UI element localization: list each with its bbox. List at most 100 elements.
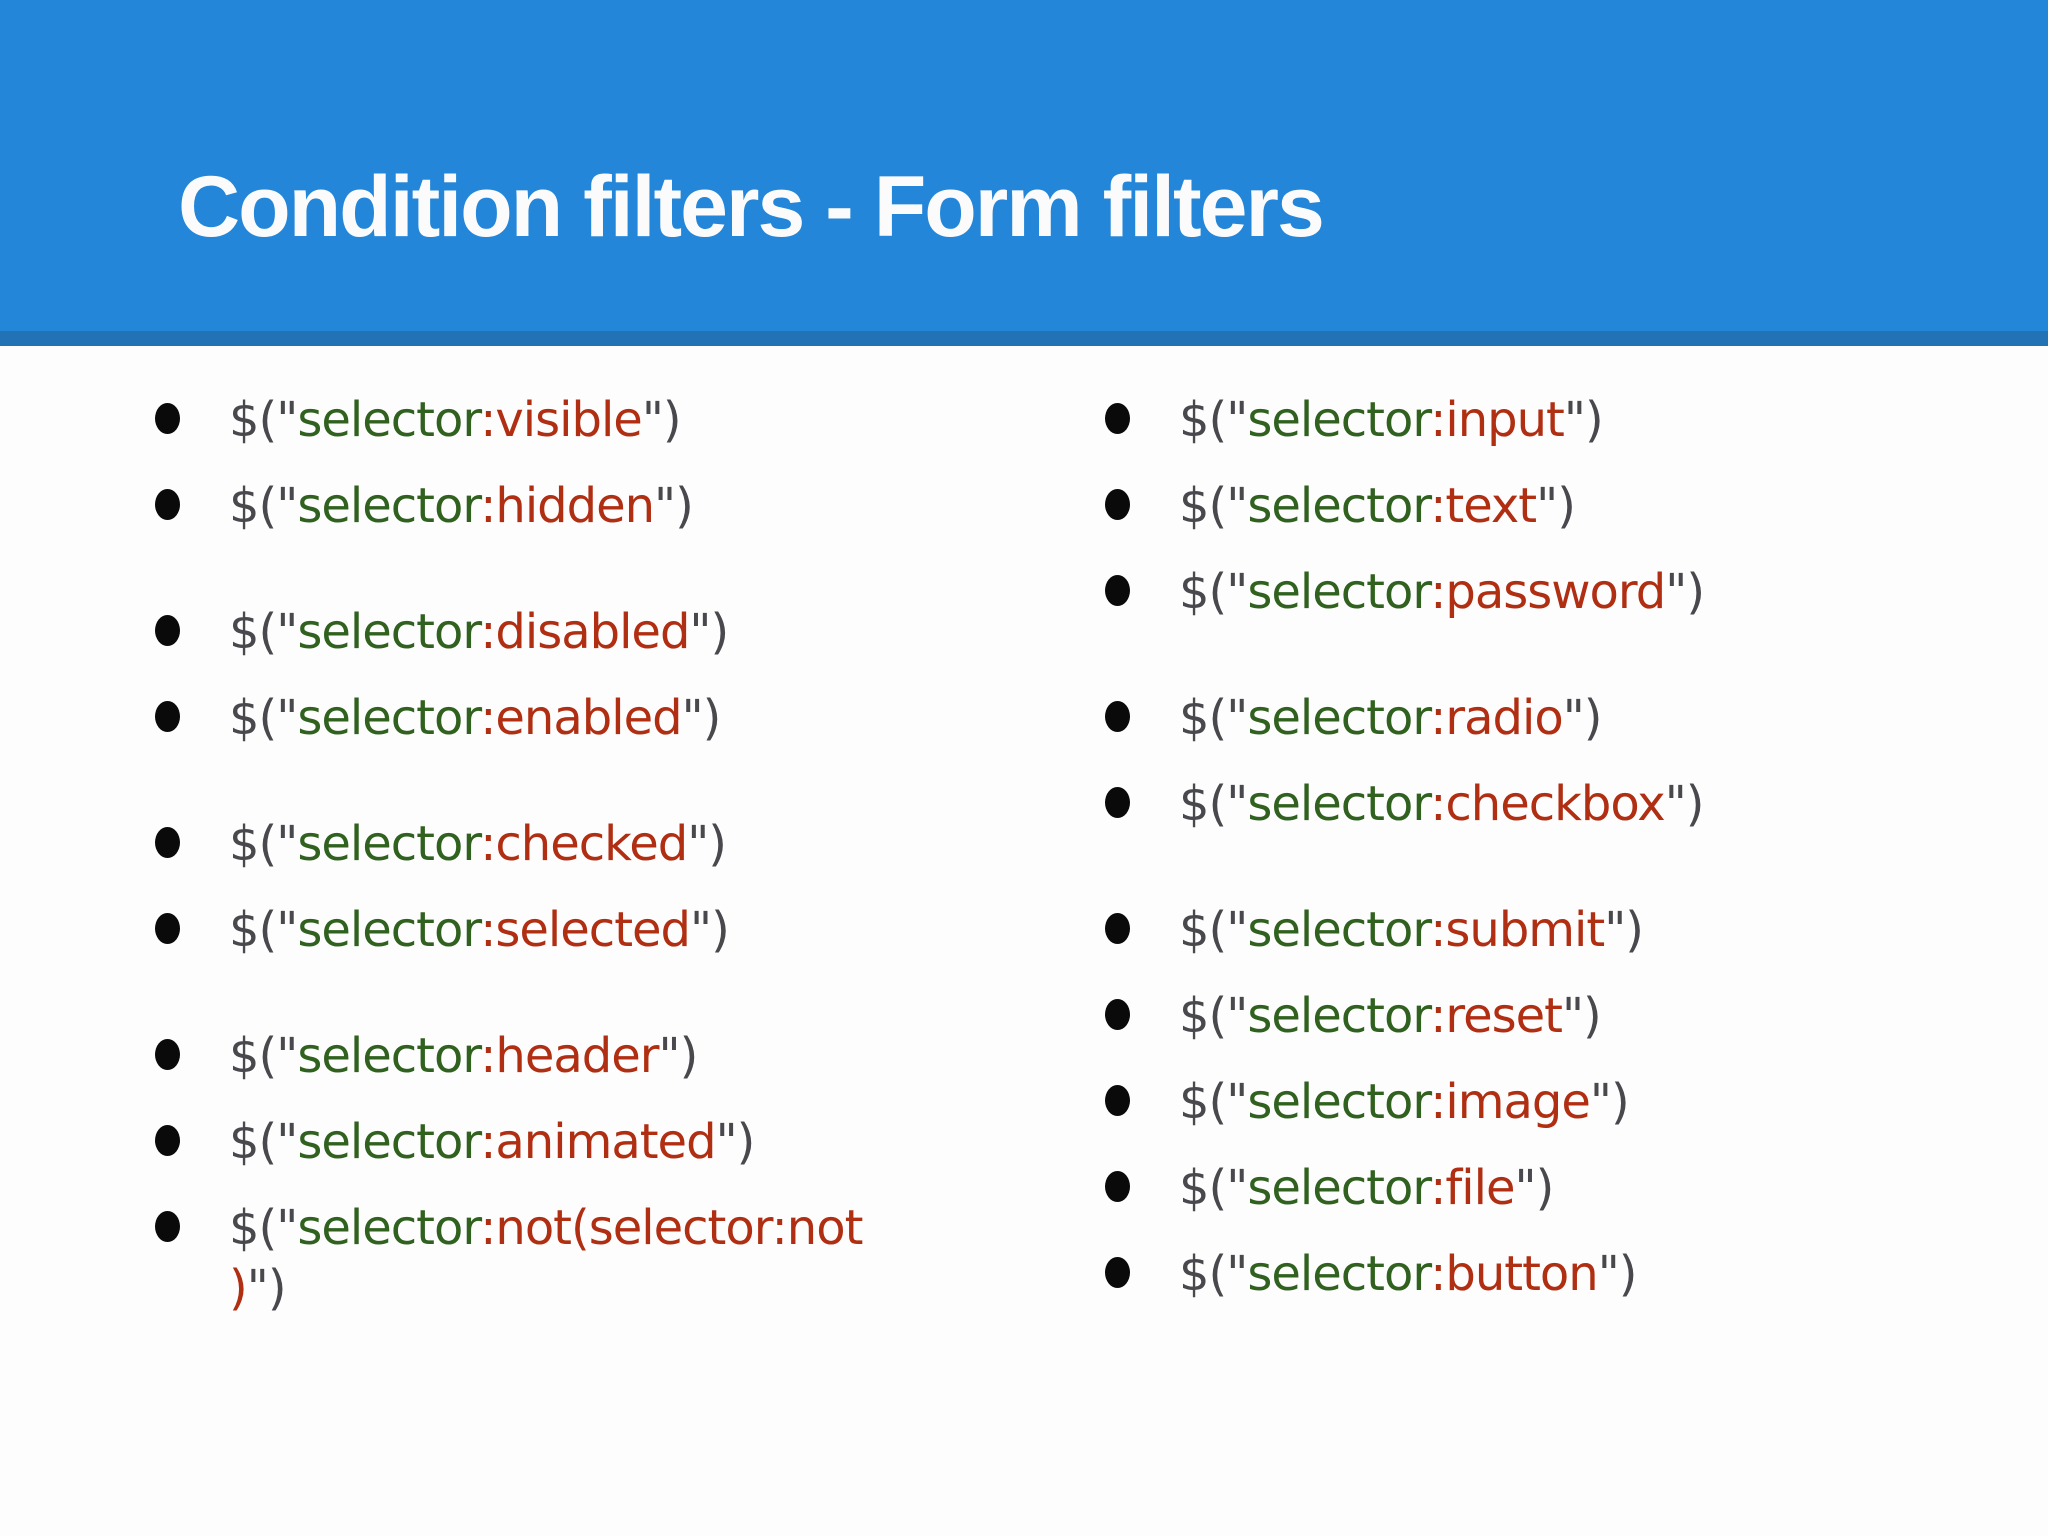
list-item: $("selector:visible"): [155, 390, 1035, 450]
code-segment: "): [1563, 392, 1604, 448]
list-item: $("selector:button"): [1105, 1244, 2005, 1304]
code-segment: :not(selector:not: [480, 1200, 863, 1256]
bullet-icon: [1105, 1171, 1130, 1202]
code-segment: $(": [229, 690, 298, 746]
code-segment: selector: [297, 690, 481, 746]
bullet-icon: [1105, 403, 1130, 434]
code-segment: "): [1664, 776, 1705, 832]
bullet-icon: [1105, 575, 1130, 606]
bullet-icon: [1105, 1085, 1130, 1116]
code-segment: selector: [1247, 1246, 1431, 1302]
code-text: $("selector:image"): [1179, 1072, 1630, 1132]
code-segment: $(": [229, 902, 298, 958]
code-segment: $(": [229, 1114, 298, 1170]
bullet-icon: [1105, 913, 1130, 944]
bullet-icon: [1105, 787, 1130, 818]
title-bar: Condition filters - Form filters: [0, 0, 2048, 331]
list-item: $("selector:header"): [155, 1026, 1035, 1086]
code-segment: :image: [1430, 1074, 1591, 1130]
code-segment: selector: [297, 478, 481, 534]
code-segment: $(": [1179, 690, 1248, 746]
code-segment: :radio: [1430, 690, 1563, 746]
bullet-group: $("selector:visible")$("selector:hidden"…: [155, 390, 1035, 536]
list-item: $("selector:image"): [1105, 1072, 2005, 1132]
title-bar-accent-strip: [0, 331, 2048, 346]
code-text: $("selector:password"): [1179, 562, 1705, 622]
code-segment: selector: [297, 604, 481, 660]
list-item: $("selector:input"): [1105, 390, 2005, 450]
bullet-icon: [1105, 1257, 1130, 1288]
bullet-icon: [155, 403, 180, 434]
bullet-icon: [1105, 701, 1130, 732]
code-segment: selector: [1247, 988, 1431, 1044]
code-segment: "): [658, 1028, 699, 1084]
bullet-icon: [1105, 489, 1130, 520]
code-text: $("selector:button"): [1179, 1244, 1638, 1304]
code-segment: selector: [297, 392, 481, 448]
bullet-icon: [155, 1211, 180, 1242]
bullet-group: $("selector:input")$("selector:text")$("…: [1105, 390, 2005, 622]
code-segment: $(": [229, 1200, 298, 1256]
code-text: $("selector:checked"): [229, 814, 727, 874]
code-segment: "): [715, 1114, 756, 1170]
code-segment: :password: [1430, 564, 1666, 620]
code-segment: "): [690, 902, 730, 958]
code-segment: $(": [1179, 392, 1248, 448]
code-text: $("selector:header"): [229, 1026, 699, 1086]
code-segment: $(": [229, 1028, 298, 1084]
code-segment: "): [641, 392, 682, 448]
list-item: $("selector:not(selector:not)"): [155, 1198, 1035, 1318]
code-segment: selector: [297, 1114, 481, 1170]
list-item: $("selector:password"): [1105, 562, 2005, 622]
code-segment: $(": [1179, 1246, 1248, 1302]
code-text: $("selector:input"): [1179, 390, 1604, 450]
bullet-group: $("selector:radio")$("selector:checkbox"…: [1105, 688, 2005, 834]
code-text: $("selector:enabled"): [229, 688, 722, 748]
list-item: $("selector:animated"): [155, 1112, 1035, 1172]
code-text: $("selector:reset"): [1179, 986, 1602, 1046]
code-segment: $(": [1179, 902, 1248, 958]
code-segment: "): [1589, 1074, 1630, 1130]
code-segment: selector: [1247, 478, 1431, 534]
code-segment: selector: [297, 816, 481, 872]
code-segment: :disabled: [480, 604, 690, 660]
list-item: $("selector:checkbox"): [1105, 774, 2005, 834]
code-text: $("selector:text"): [1179, 476, 1576, 536]
code-segment: "): [1514, 1160, 1555, 1216]
code-segment: selector: [297, 1200, 481, 1256]
list-item: $("selector:reset"): [1105, 986, 2005, 1046]
code-segment: "): [1665, 564, 1705, 620]
bullet-icon: [155, 701, 180, 732]
code-segment: :submit: [1430, 902, 1605, 958]
list-item: $("selector:disabled"): [155, 602, 1035, 662]
bullet-icon: [155, 1039, 180, 1070]
code-segment: $(": [1179, 478, 1248, 534]
code-segment: :animated: [480, 1114, 716, 1170]
code-segment: selector: [1247, 1160, 1431, 1216]
code-segment: "): [681, 690, 722, 746]
bullet-group: $("selector:checked")$("selector:selecte…: [155, 814, 1035, 960]
code-segment: :file: [1430, 1160, 1515, 1216]
list-item: $("selector:file"): [1105, 1158, 2005, 1218]
code-text: $("selector:not(selector:not)"): [229, 1198, 863, 1318]
code-segment: :button: [1430, 1246, 1598, 1302]
code-segment: $(": [1179, 988, 1248, 1044]
code-segment: :visible: [480, 392, 643, 448]
code-segment: "): [1536, 478, 1576, 534]
code-segment: :text: [1430, 478, 1537, 534]
bullet-icon: [155, 913, 180, 944]
bullet-icon: [155, 489, 180, 520]
code-text: $("selector:submit"): [1179, 900, 1644, 960]
code-segment: "): [1597, 1246, 1638, 1302]
code-segment: $(": [1179, 776, 1248, 832]
filter-column-left: $("selector:visible")$("selector:hidden"…: [155, 390, 1035, 1384]
code-segment: "): [689, 604, 729, 660]
code-segment: $(": [1179, 1074, 1248, 1130]
code-segment: "): [687, 816, 727, 872]
code-segment: $(": [229, 604, 298, 660]
code-segment: "): [1604, 902, 1644, 958]
filter-column-right: $("selector:input")$("selector:text")$("…: [1105, 390, 2005, 1370]
page-title: Condition filters - Form filters: [178, 159, 1325, 255]
bullet-icon: [155, 615, 180, 646]
